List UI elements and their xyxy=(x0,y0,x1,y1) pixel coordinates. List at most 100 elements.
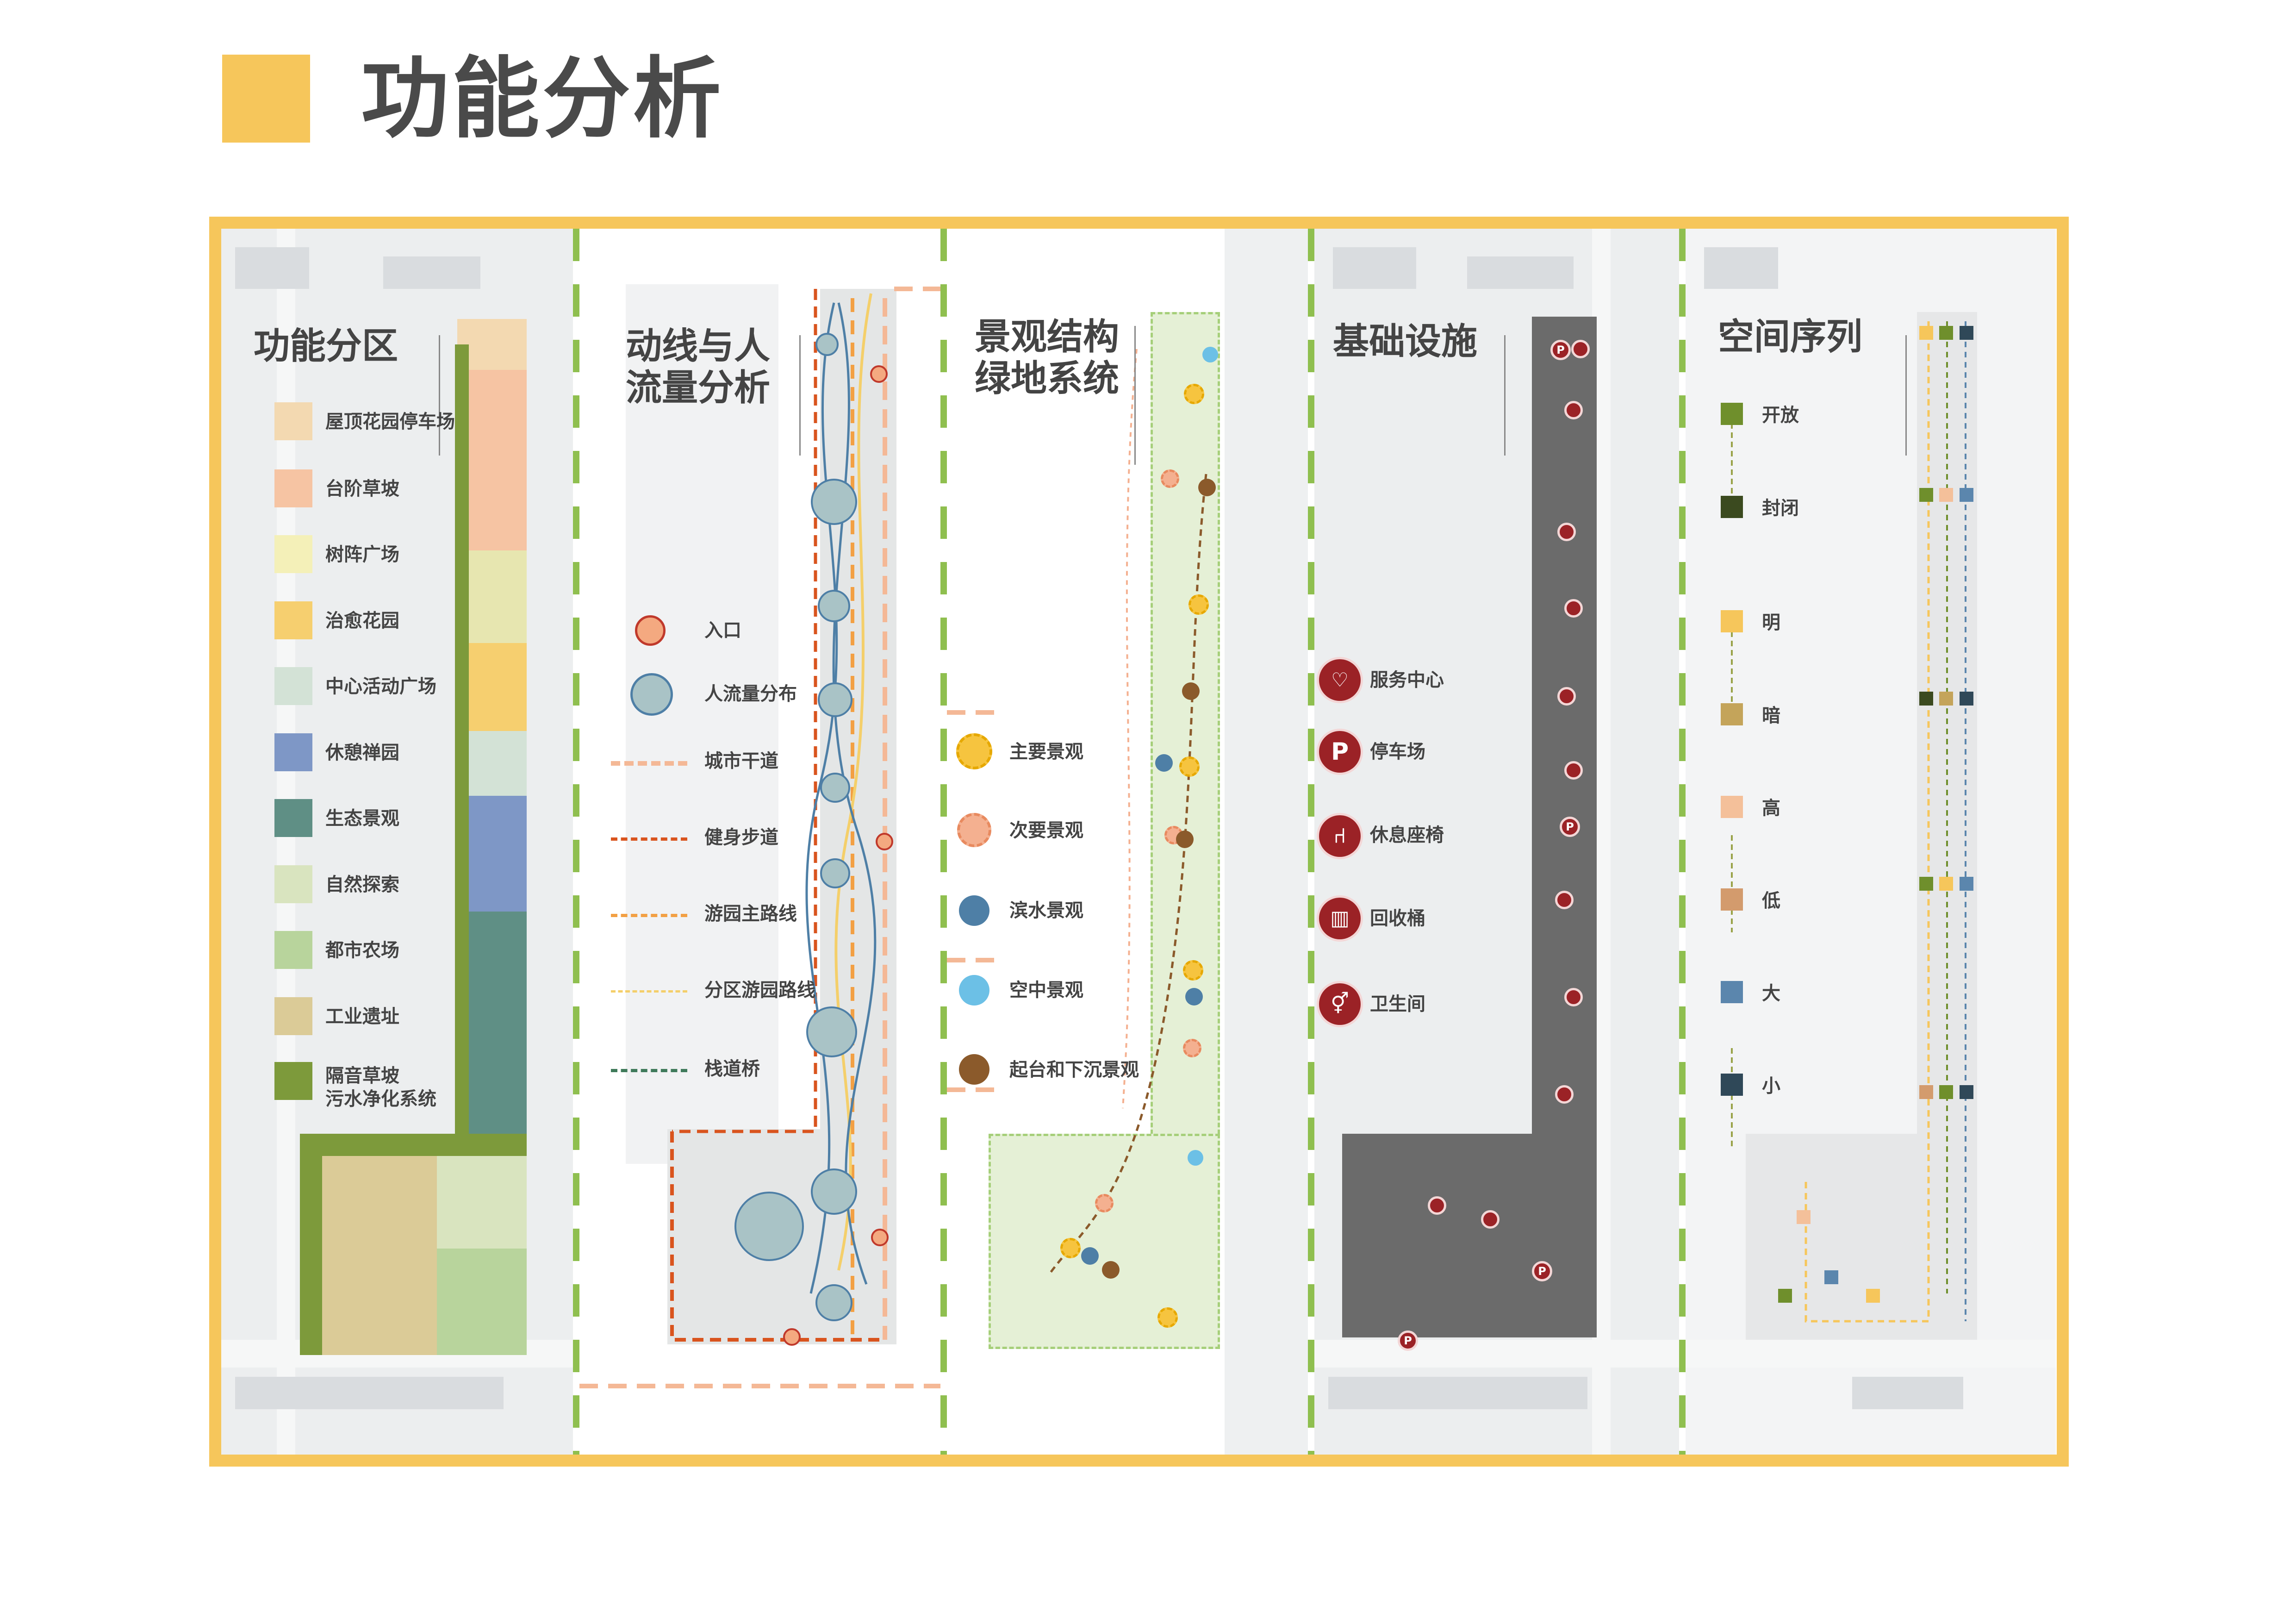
title-bracket xyxy=(1905,335,1907,456)
facility-pin xyxy=(1557,523,1576,541)
sequence-marker xyxy=(1960,1085,1973,1099)
legend-label: 高 xyxy=(1762,798,1780,819)
seat-icon: ⑁ xyxy=(1317,813,1363,859)
zone-noise-slope-strip xyxy=(300,1156,322,1355)
zone-tree-plaza xyxy=(469,550,527,643)
legend-label: 隔音草坡 污水净化系统 xyxy=(325,1065,436,1110)
primary-landscape-node xyxy=(1188,594,1209,615)
legend-swatch xyxy=(1721,981,1743,1003)
legend-label: 自然探索 xyxy=(325,874,399,895)
sequence-marker xyxy=(1919,692,1933,706)
legend-label: 栈道桥 xyxy=(704,1058,760,1080)
boardwalk-legend-line xyxy=(611,1069,687,1072)
building-block xyxy=(235,247,309,289)
crowd-circle xyxy=(820,773,850,803)
legend-label: 台阶草坡 xyxy=(325,478,399,500)
sequence-marker xyxy=(1919,488,1933,502)
zone-nature-exploration xyxy=(437,1156,527,1249)
crowd-circle xyxy=(734,1192,804,1261)
legend-label: 生态景观 xyxy=(325,808,399,829)
legend-label: 停车场 xyxy=(1370,741,1425,762)
sequence-marker xyxy=(1960,326,1973,340)
facility-pin xyxy=(1555,1085,1574,1104)
facility-pin xyxy=(1555,891,1574,909)
building-block xyxy=(1467,256,1574,289)
legend-swatch xyxy=(274,733,312,771)
entrance-legend-icon xyxy=(635,615,666,646)
legend-label: 中心活动广场 xyxy=(325,676,436,697)
zone-zen-garden xyxy=(469,796,527,912)
site-strip xyxy=(1532,317,1597,1141)
panel-title: 功能分区 xyxy=(254,325,398,367)
parking-pin: P xyxy=(1560,817,1580,837)
panel-functional-zoning: 功能分区 屋顶花园停车场 台阶草坡 树阵广场 治愈花园 中心活动广场 休憩禅园 … xyxy=(221,229,573,1455)
terrace-node xyxy=(1182,682,1200,700)
waterfront-legend-icon xyxy=(959,895,989,926)
legend-label: 分区游园路线 xyxy=(704,980,815,1001)
sequence-marker xyxy=(1939,692,1953,706)
legend-label: 城市干道 xyxy=(704,750,778,772)
terrace-node xyxy=(1176,831,1194,848)
legend-label: 主要景观 xyxy=(1009,741,1083,762)
crowd-circle xyxy=(811,1168,857,1215)
legend-label: 治愈花园 xyxy=(325,610,399,631)
green-plaza xyxy=(989,1134,1220,1349)
skyway-node xyxy=(1202,347,1218,362)
sequence-marker xyxy=(1919,1085,1933,1099)
legend-swatch xyxy=(274,469,312,507)
legend-label: 健身步道 xyxy=(704,827,778,848)
context-map xyxy=(626,284,778,1164)
legend-label: 游园主路线 xyxy=(704,903,797,924)
primary-landscape-node xyxy=(1157,1307,1178,1328)
skyway-legend-icon xyxy=(959,975,989,1006)
page-title: 功能分析 xyxy=(361,48,724,150)
circulation-lines xyxy=(579,287,940,1388)
panel-divider xyxy=(1308,229,1314,1455)
building-block xyxy=(383,256,480,289)
legend-swatch xyxy=(274,535,312,573)
legend-label: 休憩禅园 xyxy=(325,742,399,763)
crowd-circle xyxy=(815,1284,852,1321)
building-block xyxy=(1333,247,1416,289)
sequence-marker xyxy=(1939,488,1953,502)
legend-swatch xyxy=(274,601,312,639)
zone-healing-garden xyxy=(469,643,527,731)
road xyxy=(1314,1340,1679,1368)
parking-pin: P xyxy=(1550,340,1571,360)
legend-swatch xyxy=(274,402,312,440)
road xyxy=(1686,1340,2056,1368)
facility-pin xyxy=(1428,1196,1446,1215)
primary-landscape-node xyxy=(1179,756,1200,777)
crowd-circle xyxy=(815,333,839,356)
arterial-road-legend-line xyxy=(611,761,687,766)
crowd-circle xyxy=(818,590,850,622)
sequence-marker xyxy=(1960,877,1973,891)
panel-infrastructure: P P P P 基础设施 ♡ 服务中心 P 停车场 ⑁ 休息座椅 ▥ 回收桶 ⚥… xyxy=(1314,229,1679,1455)
title-bracket xyxy=(1504,335,1506,456)
legend-label: 明 xyxy=(1762,612,1780,633)
legend-label: 屋顶花园停车场 xyxy=(325,411,455,432)
legend-swatch xyxy=(1721,1074,1743,1096)
secondary-landscape-node xyxy=(1161,469,1179,488)
panel-circulation: 动线与人 流量分析 入口 人流量分布 城市干道 健身步道 游园主路线 分区游园路… xyxy=(579,229,940,1455)
legend-swatch xyxy=(274,865,312,903)
skyway-node xyxy=(1188,1150,1203,1166)
legend-swatch xyxy=(274,1062,312,1100)
parking-pin: P xyxy=(1532,1261,1552,1281)
panel-landscape-structure: 景观结构 绿地系统 主要景观 次要景观 滨水景观 空中景观 起台和下沉景观 xyxy=(947,229,1308,1455)
legend-swatch xyxy=(1721,796,1743,818)
legend-label: 滨水景观 xyxy=(1009,900,1083,921)
terrace-node xyxy=(1198,479,1216,496)
legend-label: 起台和下沉景观 xyxy=(1009,1059,1139,1081)
sequence-marker xyxy=(1778,1289,1792,1303)
crowd-legend-icon xyxy=(630,673,673,716)
sequence-marker xyxy=(1866,1289,1880,1303)
zone-central-plaza xyxy=(469,731,527,796)
entrance-marker xyxy=(871,1229,889,1246)
building-block xyxy=(1328,1377,1587,1409)
legend-label: 大 xyxy=(1762,983,1780,1004)
facility-pin xyxy=(1481,1210,1500,1229)
crowd-circle xyxy=(820,858,850,888)
parking-icon: P xyxy=(1317,729,1363,775)
secondary-landscape-legend-icon xyxy=(957,813,991,847)
